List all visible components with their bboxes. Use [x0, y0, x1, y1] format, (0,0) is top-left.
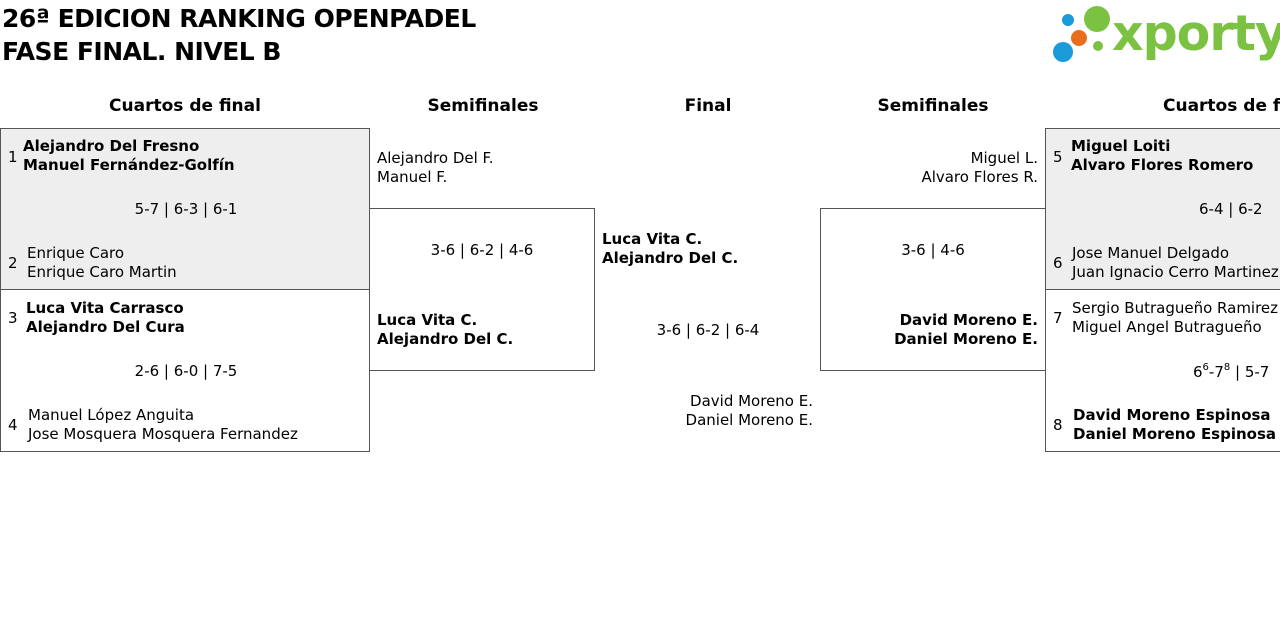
seed-number: 6 [1053, 254, 1063, 272]
final-team-2: David Moreno E. Daniel Moreno E. [613, 392, 813, 430]
team-2-pair: Jose Manuel Delgado Juan Ignacio Cerro M… [1072, 244, 1279, 282]
player-name: Enrique Caro [27, 244, 125, 262]
column-header-semifinals-right: Semifinales [877, 96, 989, 116]
score-part: 6 [1193, 363, 1203, 381]
player-name: Alejandro Del Fresno [23, 137, 200, 155]
team-2-pair: Enrique Caro Enrique Caro Martin [27, 244, 177, 282]
match-score: 3-6 | 6-2 | 4-6 [430, 241, 534, 259]
score-part: -7 [1208, 363, 1224, 381]
seed-number: 2 [8, 254, 18, 272]
seed-number: 7 [1053, 309, 1063, 327]
team-2-pair: David Moreno Espinosa Daniel Moreno Espi… [1073, 406, 1276, 444]
team-1-pair: Luca Vita Carrasco Alejandro Del Cura [26, 299, 185, 337]
tiebreak-score: 6 [1202, 362, 1209, 373]
match-score: 3-6 | 4-6 [901, 241, 965, 259]
column-header-final: Final [684, 96, 732, 116]
player-name: Alvaro Flores Romero [1071, 156, 1254, 174]
match-qf2: 3 Luca Vita Carrasco Alejandro Del Cura … [0, 289, 370, 452]
player-name: Juan Ignacio Cerro Martinez [1072, 263, 1279, 281]
match-score: 5-7 | 6-3 | 6-1 [134, 200, 238, 218]
player-name: Daniel Moreno E. [685, 411, 813, 429]
sf-left-team-1: Alejandro Del F. Manuel F. [377, 149, 494, 187]
seed-number: 1 [8, 148, 18, 166]
player-name: David Moreno E. [690, 392, 813, 410]
seed-number: 4 [8, 416, 18, 434]
seed-number: 8 [1053, 416, 1063, 434]
player-name: Manuel López Anguita [28, 406, 195, 424]
seed-number: 3 [8, 309, 18, 327]
match-score: 66-78 | 5-7 [1193, 362, 1269, 381]
sf-right-team-2: David Moreno E. Daniel Moreno E. [821, 311, 1038, 349]
match-sf-right: 3-6 | 4-6 David Moreno E. Daniel Moreno … [820, 208, 1046, 371]
player-name: Jose Manuel Delgado [1072, 244, 1230, 262]
team-1-pair: Alejandro Del Fresno Manuel Fernández-Go… [23, 137, 235, 175]
player-name: Luca Vita C. [377, 311, 478, 329]
player-name: David Moreno Espinosa [1073, 406, 1271, 424]
match-qf3: 5 Miguel Loiti Alvaro Flores Romero 6-4 … [1045, 128, 1280, 290]
logo-text: xporty [1112, 5, 1280, 62]
match-qf1: 1 Alejandro Del Fresno Manuel Fernández-… [0, 128, 370, 290]
match-score: 2-6 | 6-0 | 7-5 [134, 362, 238, 380]
match-sf-left: 3-6 | 6-2 | 4-6 Luca Vita C. Alejandro D… [369, 208, 595, 371]
player-name: Alvaro Flores R. [921, 168, 1038, 186]
column-header-quarterfinals-left: Cuartos de final [109, 96, 261, 116]
final-team-1: Luca Vita C. Alejandro Del C. [602, 230, 738, 268]
title-line-2: FASE FINAL. NIVEL B [2, 37, 281, 66]
player-name: Manuel Fernández-Golfín [23, 156, 235, 174]
column-header-semifinals-left: Semifinales [427, 96, 539, 116]
sf-left-team-2: Luca Vita C. Alejandro Del C. [377, 311, 513, 349]
player-name: Miguel Angel Butragueño [1072, 318, 1262, 336]
player-name: Jose Mosquera Mosquera Fernandez [28, 425, 298, 443]
seed-number: 5 [1053, 148, 1063, 166]
score-part: | 5-7 [1230, 363, 1270, 381]
player-name: Enrique Caro Martin [27, 263, 177, 281]
title-line-1: 26ª EDICION RANKING OPENPADEL [2, 4, 476, 33]
sf-right-team-1: Miguel L. Alvaro Flores R. [838, 149, 1038, 187]
team-2-pair: Manuel López Anguita Jose Mosquera Mosqu… [28, 406, 298, 444]
final-score: 3-6 | 6-2 | 6-4 [656, 321, 760, 339]
player-name: Luca Vita Carrasco [26, 299, 184, 317]
match-qf4: 7 Sergio Butragueño Ramirez Miguel Angel… [1045, 289, 1280, 452]
player-name: Alejandro Del Cura [26, 318, 185, 336]
player-name: Alejandro Del F. [377, 149, 494, 167]
logo-dots-icon [1053, 6, 1110, 62]
team-1-pair: Sergio Butragueño Ramirez Miguel Angel B… [1072, 299, 1278, 337]
player-name: Miguel Loiti [1071, 137, 1171, 155]
column-header-quarterfinals-right: Cuartos de final [1163, 96, 1280, 116]
player-name: Manuel F. [377, 168, 448, 186]
player-name: Miguel L. [970, 149, 1038, 167]
match-score: 6-4 | 6-2 [1199, 200, 1263, 218]
player-name: Alejandro Del C. [602, 249, 739, 267]
xporty-logo: xporty [1050, 4, 1280, 70]
player-name: Sergio Butragueño Ramirez [1072, 299, 1279, 317]
player-name: Daniel Moreno E. [894, 330, 1038, 348]
player-name: Daniel Moreno Espinosa [1073, 425, 1277, 443]
player-name: Luca Vita C. [602, 230, 703, 248]
team-1-pair: Miguel Loiti Alvaro Flores Romero [1071, 137, 1253, 175]
tiebreak-score: 8 [1223, 362, 1231, 373]
player-name: David Moreno E. [899, 311, 1038, 329]
player-name: Alejandro Del C. [377, 330, 514, 348]
